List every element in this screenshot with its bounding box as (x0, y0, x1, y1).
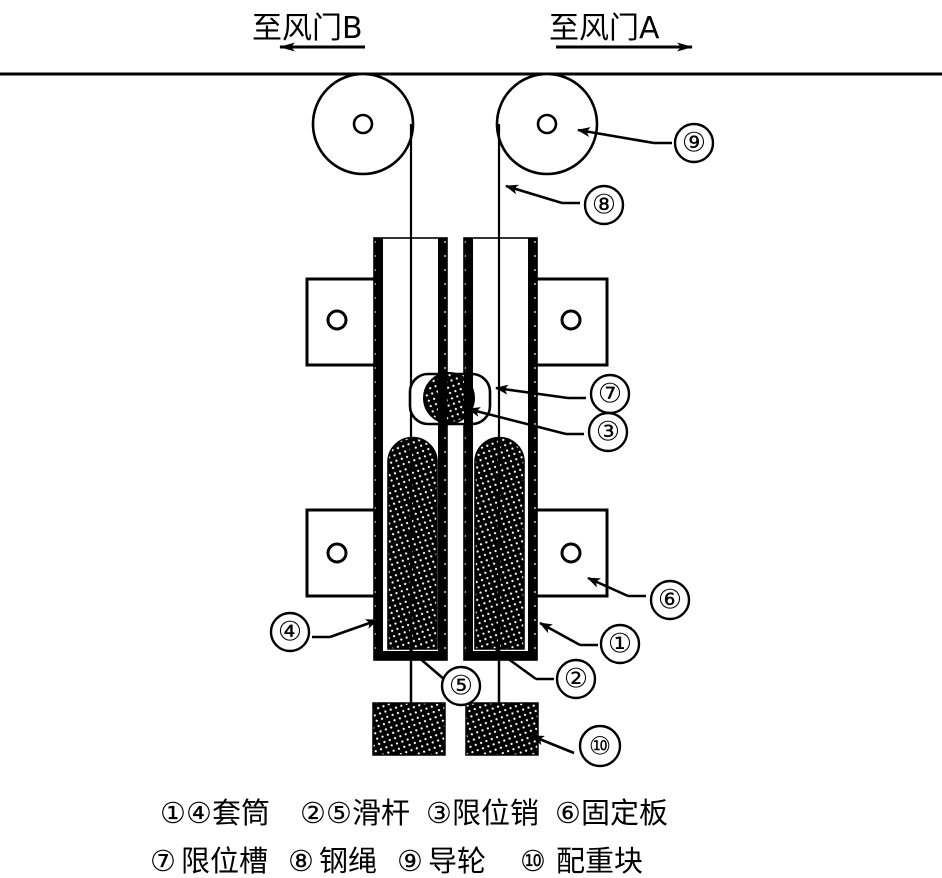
callout-marker-2: ② (564, 664, 588, 695)
legend-markers-8: ⑧ (288, 844, 315, 878)
callout-marker-1: ① (608, 629, 632, 660)
callout-marker-9: ⑨ (682, 128, 706, 159)
left-guide-pulley (311, 72, 415, 176)
callout-leader-10 (531, 734, 575, 755)
legend-markers-10: ⑩ (520, 844, 547, 878)
legend-item-8: ⑧ 钢绳 (288, 838, 377, 878)
callout-bubble-1 (599, 623, 641, 665)
callout-bubble-9 (673, 122, 715, 164)
legend-markers-3: ③ (426, 796, 453, 830)
legend-text-10: 配重块 (556, 844, 644, 878)
heading-to-door-b: 至风门B (252, 11, 363, 46)
legend-item-10: ⑩ 配重块 (520, 838, 643, 878)
callout-marker-8: ⑧ (592, 190, 616, 221)
legend-text-8: 钢绳 (319, 844, 378, 878)
legend-text-3: 限位销 (452, 796, 540, 830)
legend-text-2: 滑杆 (352, 796, 411, 830)
heading-to-door-a: 至风门A (549, 11, 660, 46)
callout-leader-1 (539, 621, 598, 647)
callout-leader-7 (495, 384, 586, 400)
limit-pin (423, 372, 475, 424)
callout-leader-3 (467, 407, 584, 436)
callout-leader-2 (495, 648, 554, 681)
right-guide-pulley (495, 72, 599, 176)
callout-bubble-3 (587, 411, 629, 453)
callout-marker-5: ⑤ (449, 671, 473, 702)
right-counterweight (465, 702, 539, 756)
callout-leader-8 (505, 184, 580, 205)
callout-marker-3: ③ (596, 417, 620, 448)
left-slide-rod (387, 436, 438, 650)
callout-bubble-2 (555, 658, 597, 700)
slot-bridge-left (438, 374, 447, 424)
legend-markers-2: ②⑤ (300, 796, 353, 830)
callout-marker-6: ⑥ (658, 585, 682, 616)
callout-leader-9 (577, 127, 672, 145)
legend-text-9: 导轮 (428, 844, 487, 878)
callout-leader-6 (587, 576, 646, 598)
legend-markers-7: ⑦ (150, 844, 176, 878)
callout-bubble-8 (583, 184, 625, 226)
legend-row-2: ⑦ 限位槽 ⑧ 钢绳 ⑨ 导轮 ⑩ 配重块 (150, 838, 643, 878)
slot-bridge-right (464, 374, 473, 424)
legend-item-9: ⑨ 导轮 (397, 838, 486, 878)
callout-marker-10: ⑩ (589, 732, 611, 761)
legend-text-1: 套筒 (212, 796, 271, 830)
legend-text-7: 限位槽 (181, 844, 269, 878)
callout-leader-4 (312, 618, 379, 639)
legend-item-7: ⑦ 限位槽 (150, 838, 268, 878)
callout-marker-4: ④ (278, 617, 302, 648)
left-counterweight (372, 702, 446, 756)
legend-markers-4: ⑥ (555, 796, 582, 830)
callout-bubble-6 (649, 579, 691, 621)
callout-marker-7: ⑦ (598, 379, 622, 410)
legend-markers-9: ⑨ (397, 844, 424, 878)
callout-bubble-5 (440, 665, 482, 707)
callout-bubble-4 (269, 611, 311, 653)
legend-text-4: 固定板 (581, 796, 669, 830)
callout-bubble-10 (578, 724, 622, 768)
legend-markers-1: ①④ (160, 796, 212, 830)
